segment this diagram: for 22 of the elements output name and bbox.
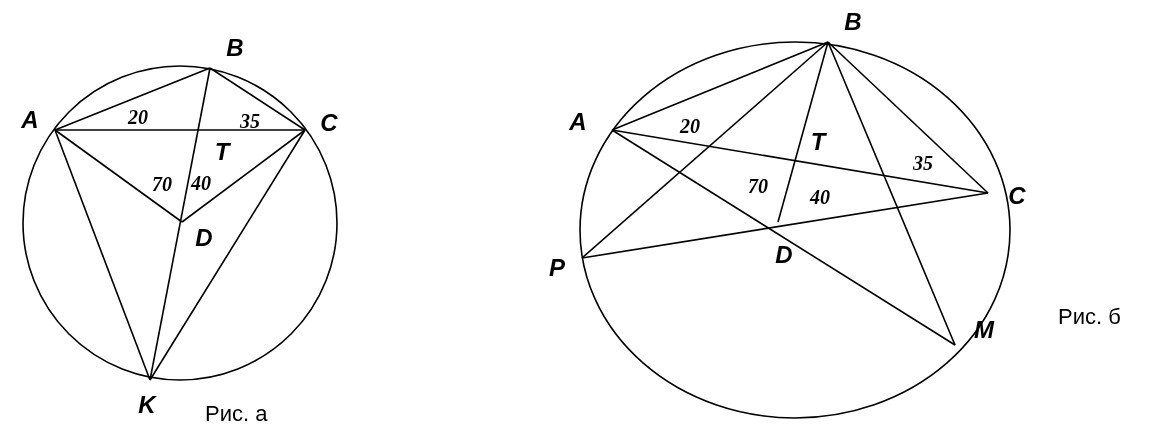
angle-label: 20 bbox=[128, 107, 148, 127]
point-label: T bbox=[214, 140, 230, 164]
point-label: C bbox=[320, 111, 338, 135]
point-label: D bbox=[775, 243, 793, 267]
point-label: T bbox=[810, 130, 826, 154]
point-label: B bbox=[226, 36, 244, 60]
point-label: C bbox=[1008, 184, 1026, 208]
point-label: D bbox=[195, 226, 213, 250]
point-label: K bbox=[138, 393, 156, 417]
point-label: A bbox=[21, 108, 39, 132]
angle-label: 40 bbox=[191, 173, 211, 193]
figure-caption: Рис. а bbox=[205, 403, 268, 425]
angle-label: 40 bbox=[810, 187, 830, 207]
angle-label: 70 bbox=[748, 176, 768, 196]
figure-caption: Рис. б bbox=[1058, 306, 1121, 328]
point-label: P bbox=[549, 256, 565, 280]
angle-label: 35 bbox=[240, 111, 260, 131]
angle-label: 70 bbox=[152, 174, 172, 194]
angle-label: 20 bbox=[680, 116, 700, 136]
point-label: A bbox=[569, 110, 587, 134]
angle-label: 35 bbox=[913, 153, 933, 173]
point-label: B bbox=[844, 10, 862, 34]
